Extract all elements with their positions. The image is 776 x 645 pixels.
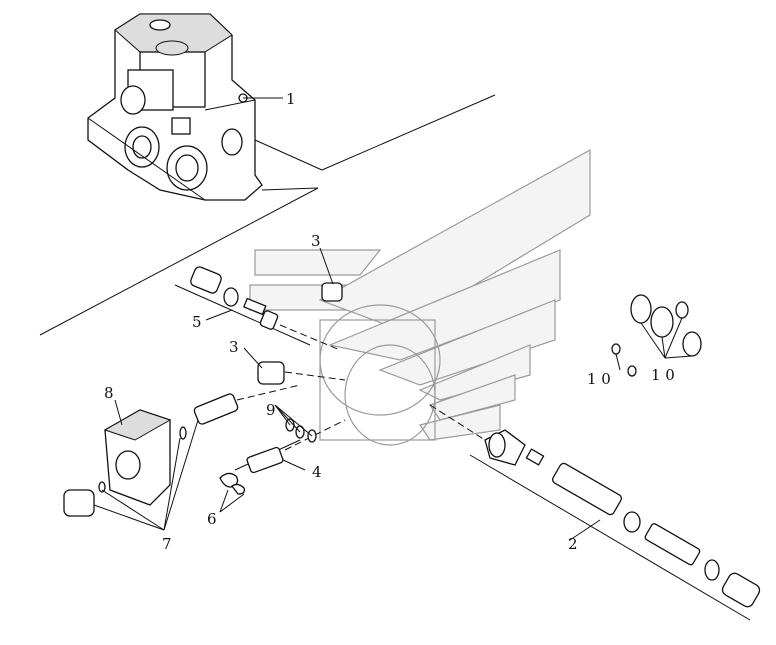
leader-lines xyxy=(93,97,601,541)
callout-10-left: 1 0 xyxy=(587,370,611,388)
callout-5: 5 xyxy=(192,313,202,331)
callout-9: 9 xyxy=(266,401,276,419)
part-6-clip xyxy=(219,472,246,495)
callout-labels: 1 3 5 3 8 9 4 6 7 2 1 0 1 0 xyxy=(104,90,675,553)
callout-3-top: 3 xyxy=(311,232,321,250)
valve-body xyxy=(87,13,263,201)
part-5-group xyxy=(174,266,341,351)
part-8-coil xyxy=(103,409,172,506)
callout-8: 8 xyxy=(104,384,114,402)
part-2-cartridge xyxy=(429,404,761,621)
part-7-group xyxy=(63,384,301,517)
callout-4: 4 xyxy=(312,463,322,481)
watermark-logo xyxy=(249,148,591,446)
callout-7: 7 xyxy=(162,535,172,553)
callout-10-right: 1 0 xyxy=(651,366,675,384)
part-3-plugs xyxy=(257,282,346,385)
callout-2: 2 xyxy=(568,535,578,553)
mounting-plane-lines xyxy=(39,94,496,336)
callout-1: 1 xyxy=(286,90,296,108)
part-10-orings xyxy=(611,294,702,377)
callout-6: 6 xyxy=(207,510,217,528)
callout-3-mid: 3 xyxy=(229,338,239,356)
